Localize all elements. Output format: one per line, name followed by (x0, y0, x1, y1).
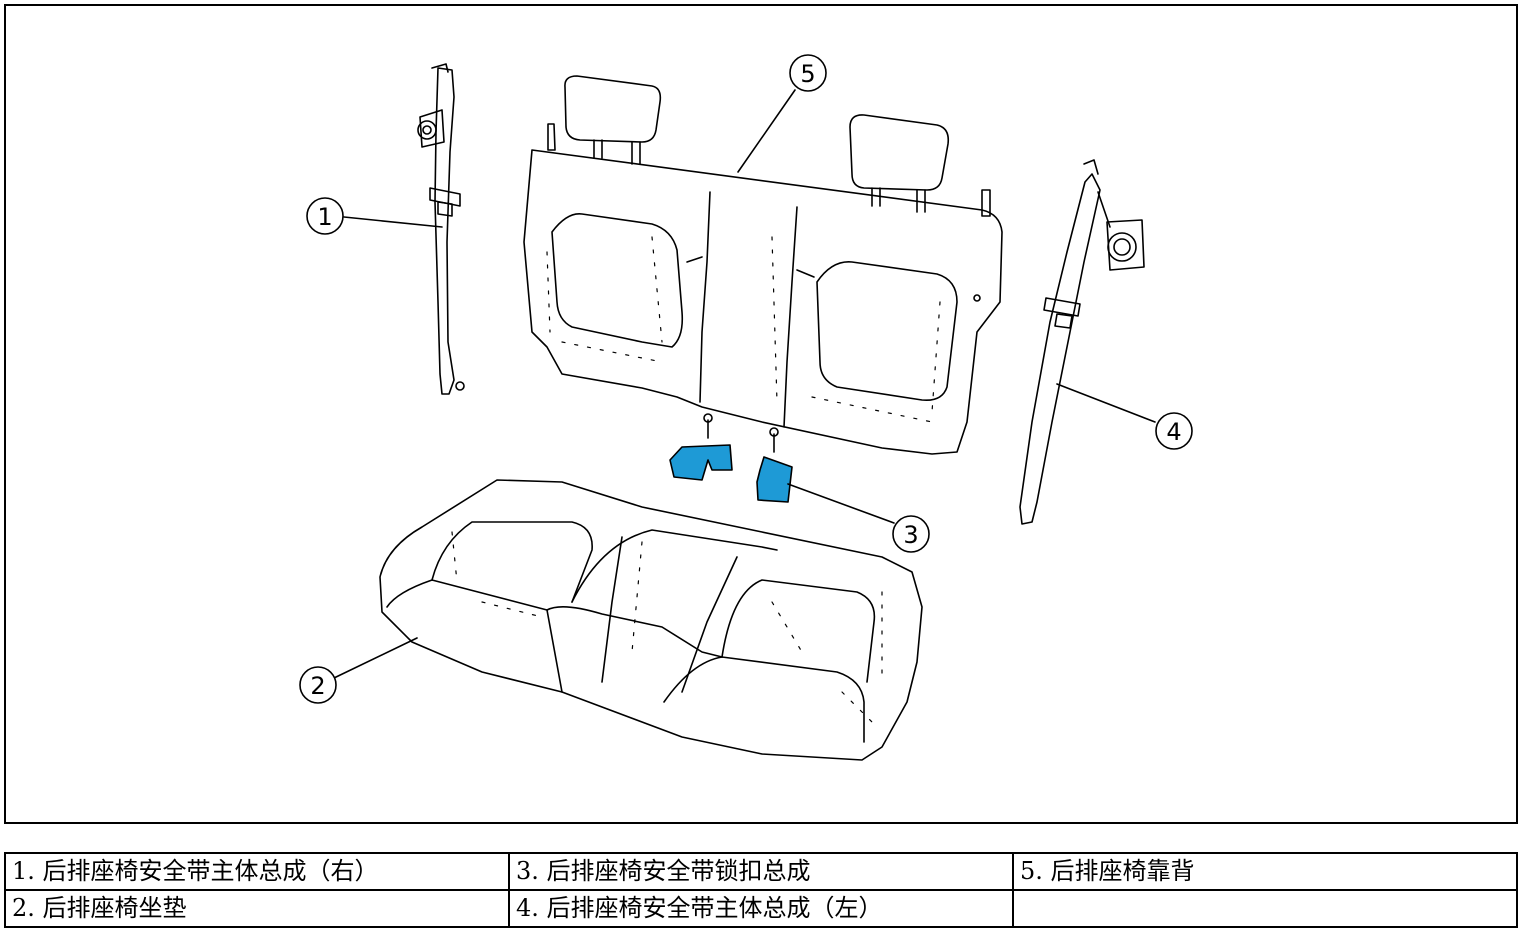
callout-circle-2 (299, 666, 337, 704)
callout-number-5: 5 (800, 60, 815, 88)
leader-line-5 (737, 89, 796, 173)
leader-line-4 (1056, 383, 1156, 423)
legend-cell: 2. 后排座椅坐垫 (4, 889, 510, 928)
legend-cell: 3. 后排座椅安全带锁扣总成 (508, 852, 1014, 891)
exploded-diagram: 1 2 3 4 5 (4, 4, 1518, 824)
leader-line-3 (787, 483, 895, 524)
parts-legend-table: 1. 后排座椅安全带主体总成（右） 3. 后排座椅安全带锁扣总成 5. 后排座椅… (4, 852, 1518, 928)
callout-number-2: 2 (310, 672, 325, 700)
callout-circle-4 (1155, 412, 1193, 450)
callout-number-3: 3 (903, 521, 918, 549)
rear-seat-cushion (379, 479, 923, 761)
legend-cell: 1. 后排座椅安全带主体总成（右） (4, 852, 510, 891)
rear-seat-backrest (523, 75, 1003, 455)
callout-circle-5 (789, 54, 827, 92)
rear-seat-belt-left (1019, 159, 1145, 525)
leader-line-1 (343, 216, 443, 228)
legend-cell: 5. 后排座椅靠背 (1012, 852, 1518, 891)
legend-row: 1. 后排座椅安全带主体总成（右） 3. 后排座椅安全带锁扣总成 5. 后排座椅… (4, 852, 1518, 891)
leader-line-2 (333, 637, 418, 679)
callout-number-1: 1 (317, 203, 332, 231)
callout-circle-1 (306, 197, 344, 235)
legend-row: 2. 后排座椅坐垫 4. 后排座椅安全带主体总成（左） (4, 889, 1518, 928)
legend-cell (1012, 889, 1518, 928)
rear-seat-belt-right (417, 63, 465, 395)
callout-number-4: 4 (1166, 418, 1181, 446)
rear-seat-belt-buckles (669, 413, 793, 503)
legend-cell: 4. 后排座椅安全带主体总成（左） (508, 889, 1014, 928)
rear-seat-illustration: 1 2 3 4 5 (299, 54, 1193, 761)
callout-circle-3 (892, 515, 930, 553)
